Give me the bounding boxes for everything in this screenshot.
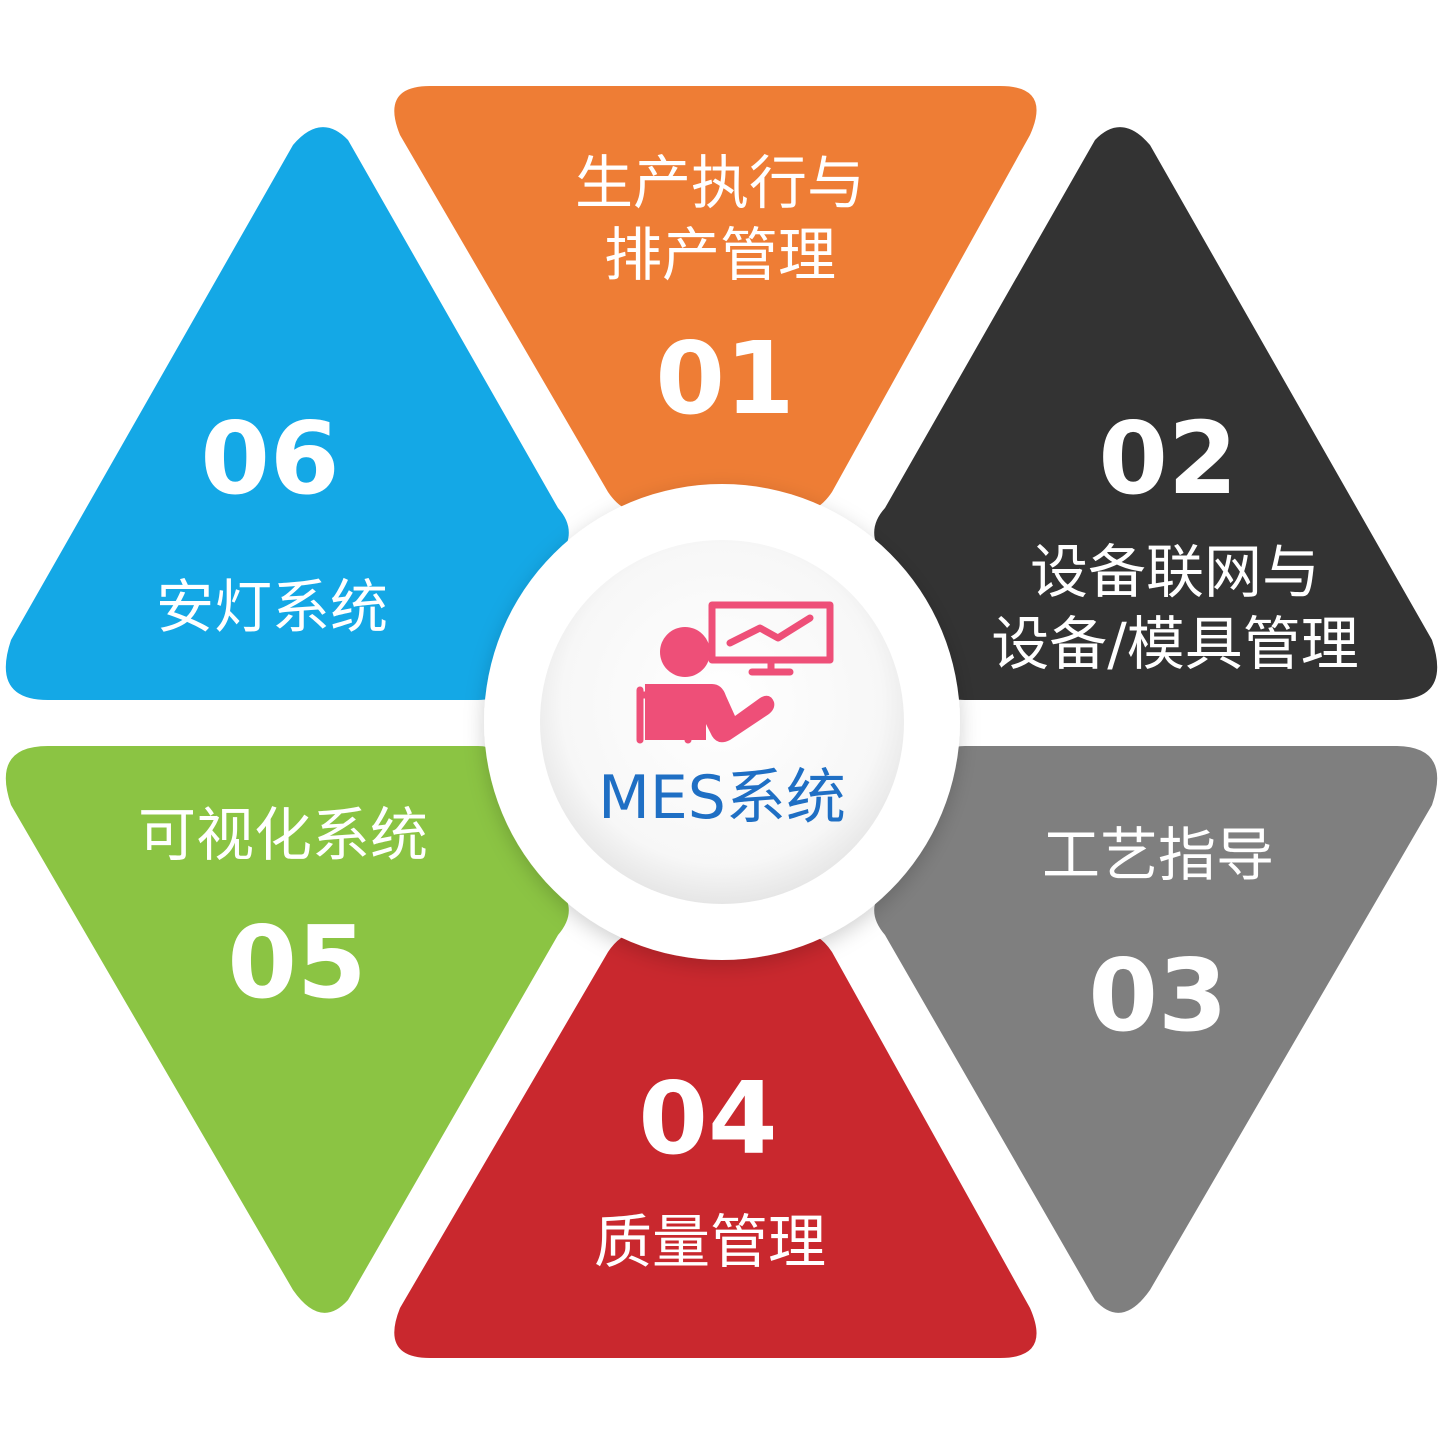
segment-05-shape (5, 746, 569, 1313)
segment-03-title-line-1: 工艺指导 (1042, 821, 1274, 889)
segment-02-title-line-1: 设备联网与 (1030, 538, 1320, 606)
segment-02-shape (874, 127, 1438, 701)
segment-04[interactable]: 04 质量管理 (394, 931, 1037, 1358)
segment-02[interactable]: 02 设备联网与 设备/模具管理 (874, 127, 1438, 701)
presenter-chart-icon (636, 601, 834, 744)
center-hub[interactable]: MES系统 (484, 484, 960, 960)
segment-04-title-line-1: 质量管理 (594, 1208, 826, 1276)
segment-01-title-line-1: 生产执行与 (575, 149, 865, 217)
segment-04-shape (394, 931, 1037, 1358)
segment-03-shape (874, 746, 1438, 1313)
segment-01-title-line-2: 排产管理 (604, 221, 836, 289)
segment-05[interactable]: 可视化系统 05 (5, 746, 569, 1313)
segment-06-number: 06 (200, 400, 339, 517)
segment-05-number: 05 (227, 904, 366, 1021)
segment-01-shape (394, 86, 1037, 513)
segment-02-title-line-2: 设备/模具管理 (991, 610, 1359, 678)
segment-05-title-line-1: 可视化系统 (138, 801, 428, 869)
segment-06-title-line-1: 安灯系统 (156, 573, 388, 641)
segment-04-number: 04 (638, 1060, 777, 1177)
segment-06-shape (5, 127, 569, 701)
segment-03[interactable]: 工艺指导 03 (874, 746, 1438, 1313)
segment-01[interactable]: 生产执行与 排产管理 01 (394, 86, 1037, 513)
segment-01-number: 01 (655, 320, 794, 437)
center-title: MES系统 (598, 763, 846, 833)
segment-03-number: 03 (1088, 937, 1227, 1054)
segment-02-number: 02 (1098, 400, 1237, 517)
segment-06[interactable]: 06 安灯系统 (5, 127, 569, 701)
